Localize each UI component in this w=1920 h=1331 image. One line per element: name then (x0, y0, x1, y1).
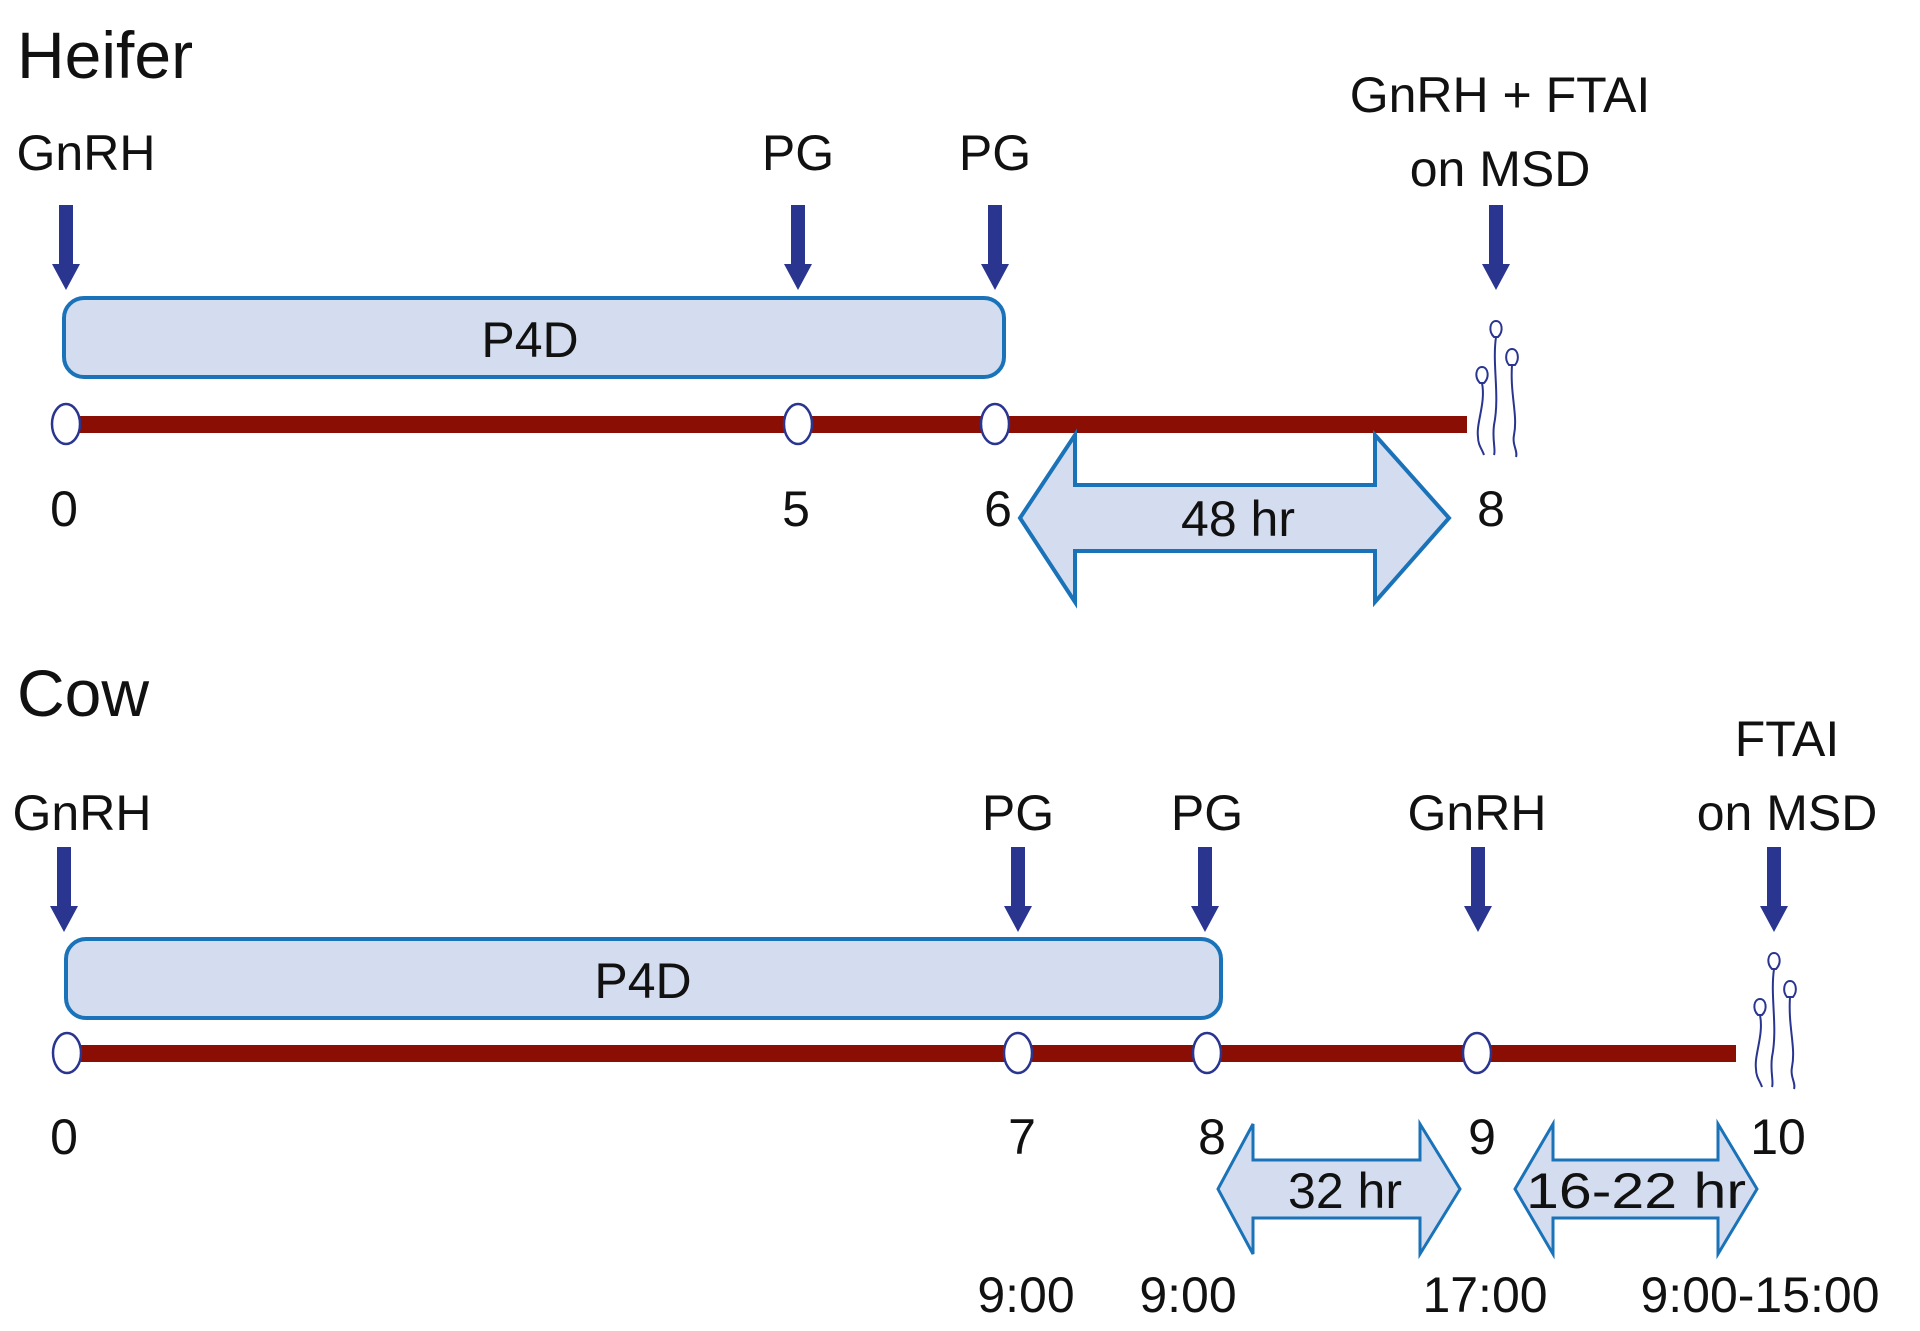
heifer-arrow-day6 (981, 205, 1009, 290)
cow-interval-arrow-16-22hr (1513, 1118, 1759, 1260)
cow-arrow-day9 (1464, 847, 1492, 932)
heifer-day-marker-6 (979, 402, 1011, 446)
cow-day-marker-7 (1002, 1031, 1034, 1075)
sperm-stroke (1510, 364, 1518, 458)
heifer-event-label-day5: PG (762, 125, 834, 181)
down-arrow-icon (1760, 847, 1788, 932)
sperm-stroke (1489, 319, 1503, 338)
cow-time-label-day9: 17:00 (1422, 1267, 1547, 1323)
sperm-stroke (1492, 336, 1498, 456)
sperm-stroke (1754, 1014, 1763, 1088)
heifer-interval-label: 48 hr (1181, 491, 1295, 547)
cow-event-label-day7: PG (982, 785, 1054, 841)
cow-interval-arrow-32hr (1216, 1118, 1462, 1260)
cow-panel: Cow GnRH PG PG GnRH FTAI on MSD P4D 0 7 … (13, 656, 1880, 1323)
down-arrow-icon (784, 205, 812, 290)
cow-day-label-7: 7 (1008, 1109, 1036, 1165)
cow-arrow-day0 (50, 847, 78, 932)
sperm-icon (1753, 951, 1797, 1090)
cow-event-label-day10-line1: FTAI (1735, 711, 1840, 767)
heifer-timeline (66, 416, 1467, 433)
heifer-arrow-day0 (52, 205, 80, 290)
cow-day-marker-9 (1461, 1031, 1493, 1075)
heifer-interval-arrow (1017, 428, 1452, 609)
heifer-day-marker-5 (782, 402, 814, 446)
cow-event-label-day8: PG (1171, 785, 1243, 841)
heifer-event-label-day0: GnRH (17, 125, 156, 181)
cow-arrow-day8 (1191, 847, 1219, 932)
cow-p4d-label: P4D (594, 953, 691, 1009)
heifer-p4d-box (62, 296, 1006, 379)
cow-event-label-day9: GnRH (1408, 785, 1547, 841)
cow-time-label-day7: 9:00 (977, 1267, 1074, 1323)
down-arrow-icon (52, 205, 80, 290)
sperm-stroke (1767, 951, 1781, 970)
heifer-day-label-0: 0 (50, 481, 78, 537)
sperm-stroke (1753, 997, 1767, 1016)
cow-p4d-box (64, 937, 1223, 1020)
heifer-event-label-day8-line1: GnRH + FTAI (1350, 67, 1651, 123)
down-arrow-icon (50, 847, 78, 932)
down-arrow-icon (981, 205, 1009, 290)
cow-timeline (67, 1045, 1736, 1062)
cow-day-label-9: 9 (1468, 1109, 1496, 1165)
cow-time-label-day10: 9:00-15:00 (1640, 1267, 1879, 1323)
cow-time-label-day8: 9:00 (1139, 1267, 1236, 1323)
heifer-p4d-label: P4D (481, 312, 578, 368)
cow-day-marker-0 (51, 1031, 83, 1075)
cow-interval-label-32hr: 32 hr (1288, 1163, 1402, 1219)
heifer-title: Heifer (17, 18, 193, 92)
cow-day-label-8: 8 (1198, 1109, 1226, 1165)
sperm-stroke (1770, 968, 1776, 1088)
sperm-stroke (1788, 996, 1796, 1090)
cow-event-label-day10-line2: on MSD (1697, 785, 1878, 841)
heifer-day-label-8: 8 (1477, 481, 1505, 537)
sperm-stroke (1475, 365, 1489, 384)
heifer-day-marker-0 (50, 402, 82, 446)
heifer-arrow-day8 (1482, 205, 1510, 290)
heifer-day-label-5: 5 (782, 481, 810, 537)
cow-arrow-day7 (1004, 847, 1032, 932)
sperm-stroke (1783, 979, 1797, 998)
sperm-stroke (1505, 347, 1519, 366)
down-arrow-icon (1464, 847, 1492, 932)
cow-day-label-0: 0 (50, 1109, 78, 1165)
sperm-icon (1475, 319, 1519, 458)
heifer-event-label-day6: PG (959, 125, 1031, 181)
cow-day-label-10: 10 (1750, 1109, 1806, 1165)
cow-interval-label-16-22hr: 16-22 hr (1526, 1163, 1746, 1219)
cow-arrow-day10 (1760, 847, 1788, 932)
sperm-stroke (1476, 382, 1485, 456)
down-arrow-icon (1191, 847, 1219, 932)
cow-day-marker-8 (1191, 1031, 1223, 1075)
heifer-arrow-day5 (784, 205, 812, 290)
cow-title: Cow (17, 656, 149, 730)
down-arrow-icon (1004, 847, 1032, 932)
down-arrow-icon (1482, 205, 1510, 290)
heifer-day-label-6: 6 (984, 481, 1012, 537)
heifer-event-label-day8-line2: on MSD (1410, 141, 1591, 197)
heifer-panel: Heifer GnRH PG PG GnRH + FTAI on MSD P4D (17, 18, 1651, 609)
cow-event-label-day0: GnRH (13, 785, 152, 841)
